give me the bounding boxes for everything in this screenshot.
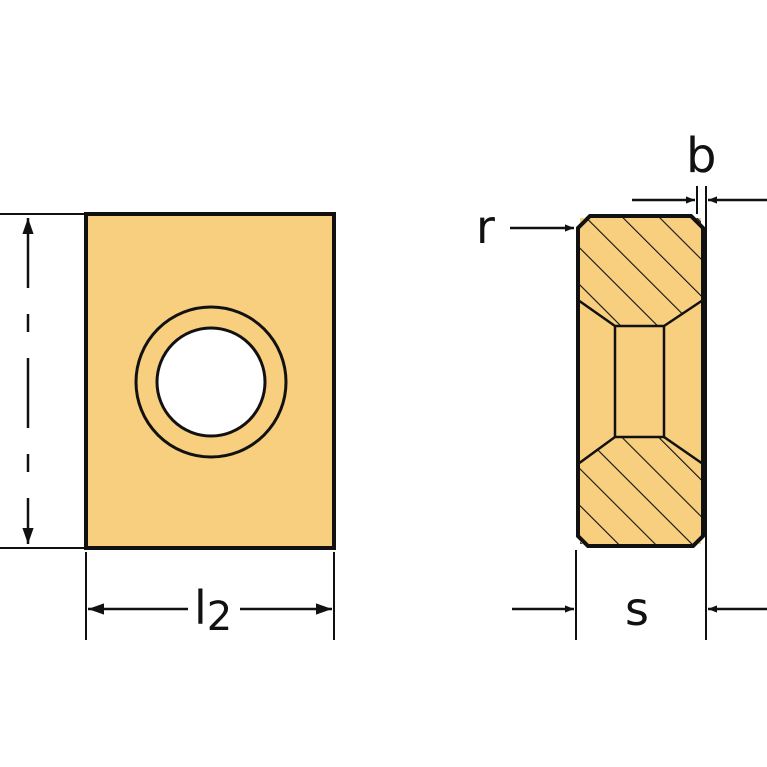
b-label: b xyxy=(686,128,716,184)
r-dimension: r xyxy=(476,200,574,254)
hatch-upper xyxy=(580,218,701,326)
mounting-hole xyxy=(155,326,267,438)
height-dimension xyxy=(0,213,86,549)
r-label: r xyxy=(476,200,495,254)
b-dimension: b xyxy=(632,128,767,640)
hatch-lower xyxy=(580,437,701,544)
l2-dimension: l2 xyxy=(85,552,335,640)
l2-label: l2 xyxy=(194,581,232,640)
front-view xyxy=(84,212,336,550)
side-view xyxy=(576,214,705,548)
s-label: s xyxy=(625,582,649,636)
s-dimension: s xyxy=(512,550,767,640)
